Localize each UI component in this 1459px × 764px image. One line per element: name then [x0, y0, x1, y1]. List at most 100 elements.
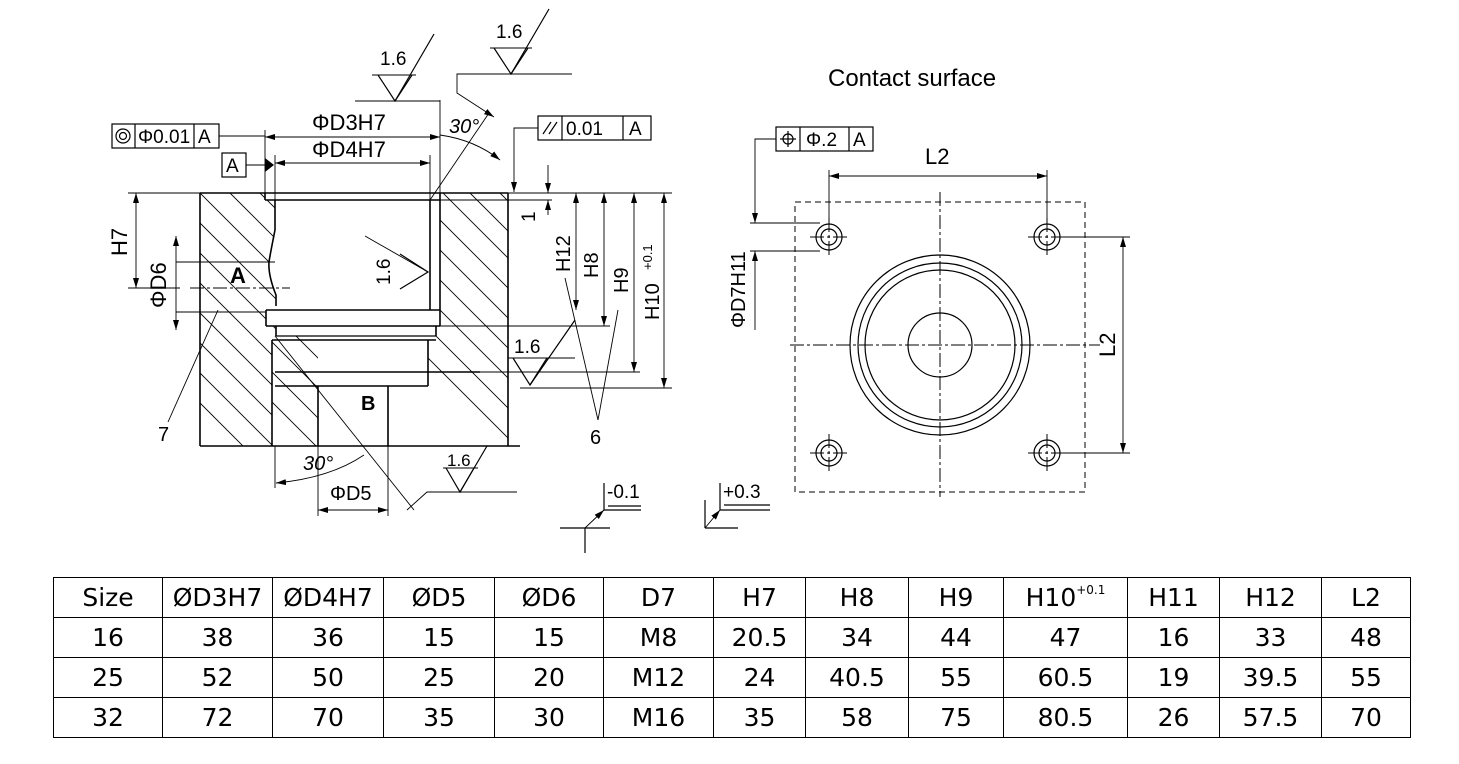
table-cell: 75 — [908, 697, 1004, 738]
header-h7: H7 — [713, 577, 806, 618]
table-cell: 30 — [494, 697, 604, 738]
table-cell: 35 — [383, 697, 495, 738]
table-cell: 60.5 — [1003, 657, 1128, 698]
roughness-1-label: 1.6 — [380, 49, 406, 70]
table-cell: 25 — [383, 657, 495, 698]
table-cell: 33 — [1219, 617, 1322, 658]
table-cell: 20.5 — [713, 617, 806, 658]
table-cell: M16 — [603, 697, 714, 738]
concentricity-icon — [115, 128, 131, 144]
roughness-4: 1.6 — [508, 319, 576, 387]
dim-d4: ΦD4H7 — [274, 137, 431, 200]
concentricity-value: Φ0.01 — [138, 127, 190, 148]
table-cell: 34 — [805, 617, 909, 658]
roughness-3: 1.6 — [364, 235, 430, 290]
concentricity-datum: A — [198, 127, 211, 148]
contact-surface-title: Contact surface — [828, 65, 996, 92]
position-value: Φ.2 — [806, 130, 837, 151]
dim-right-stack: 1 H12 H8 H9 H10 +0.1 — [440, 165, 672, 389]
table-cell: 40.5 — [805, 657, 909, 698]
table-cell: 47 — [1003, 617, 1128, 658]
header-h12: H12 — [1219, 577, 1322, 618]
dim-d5: ΦD5 — [317, 446, 389, 516]
table-cell: 15 — [383, 617, 495, 658]
table-cell: 25 — [53, 657, 163, 698]
table-cell: 39.5 — [1219, 657, 1322, 698]
roughness-2: 1.6 — [456, 8, 572, 118]
callout-7-label: 7 — [158, 424, 169, 446]
header-h10-sup: +0.1 — [1076, 583, 1106, 597]
callout-6-label: 6 — [590, 427, 601, 449]
datum-a: A — [221, 152, 274, 178]
table-cell: 44 — [908, 617, 1004, 658]
angle-bottom: 30° — [274, 446, 365, 488]
table-header-row: Size ØD3H7 ØD4H7 ØD5 ØD6 D7 H7 H8 H9 H10… — [53, 577, 1411, 618]
parallelism-value: 0.01 — [566, 119, 603, 140]
parallelism-frame: 0.01 A — [511, 115, 652, 192]
table-cell: 50 — [272, 657, 384, 698]
angle-top: 30° — [439, 116, 501, 161]
table-row: 32 72 70 35 30 M16 35 58 75 80.5 26 57.5… — [53, 697, 1411, 738]
header-d3: ØD3H7 — [162, 577, 273, 618]
header-h9: H9 — [908, 577, 1004, 618]
table-cell: 24 — [713, 657, 806, 698]
header-h10-text: H10 — [1025, 583, 1077, 612]
edge-minus-label: -0.1 — [607, 482, 640, 503]
edge-plus-label: +0.3 — [723, 482, 761, 503]
technical-drawing: H7 ΦD6 A B ΦD3H7 ΦD4H7 Φ0.01 A A — [107, 8, 1130, 553]
table-cell: 36 — [272, 617, 384, 658]
header-d4: ØD4H7 — [272, 577, 384, 618]
position-datum: A — [853, 130, 866, 151]
table-row: 16 38 36 15 15 M8 20.5 34 44 47 16 33 48 — [53, 617, 1411, 658]
header-l2: L2 — [1321, 577, 1411, 618]
header-d6: ØD6 — [494, 577, 604, 618]
header-d7: D7 — [603, 577, 714, 618]
table-cell: 70 — [272, 697, 384, 738]
dim-d6: ΦD6 — [146, 236, 179, 330]
edge-symbol-plus: +0.3 — [704, 482, 770, 529]
header-h11: H11 — [1127, 577, 1220, 618]
callout-6: 6 — [564, 277, 619, 449]
mounting-hole-tl — [810, 218, 850, 256]
label-l2-top: L2 — [925, 144, 949, 169]
table-cell: 20 — [494, 657, 604, 698]
angle-bottom-label: 30° — [303, 453, 333, 475]
datum-a-label: A — [226, 156, 239, 177]
label-h10-tol: +0.1 — [640, 244, 655, 270]
header-h8: H8 — [805, 577, 909, 618]
parallelism-datum: A — [629, 119, 642, 140]
table-row: 25 52 50 25 20 M12 24 40.5 55 60.5 19 39… — [53, 657, 1411, 698]
roughness-3-label: 1.6 — [374, 259, 395, 285]
roughness-1: 1.6 — [355, 33, 440, 103]
table-cell: 16 — [53, 617, 163, 658]
roughness-4-label: 1.6 — [514, 337, 540, 358]
table-cell: 72 — [162, 697, 273, 738]
roughness-5: 1.6 — [406, 445, 517, 511]
angle-top-label: 30° — [449, 116, 479, 138]
table-cell: 58 — [805, 697, 909, 738]
table-cell: 38 — [162, 617, 273, 658]
table-cell: 48 — [1321, 617, 1411, 658]
label-d4: ΦD4H7 — [312, 137, 386, 162]
label-l2-right: L2 — [1095, 333, 1120, 357]
table-cell: 70 — [1321, 697, 1411, 738]
dim-h7: H7 — [107, 192, 200, 289]
table-cell: 32 — [53, 697, 163, 738]
point-b-label: B — [361, 393, 375, 415]
table-cell: 26 — [1127, 697, 1220, 738]
dimension-table: Size ØD3H7 ØD4H7 ØD5 ØD6 D7 H7 H8 H9 H10… — [53, 577, 1411, 738]
dim-d3: ΦD3H7 — [264, 100, 441, 193]
hatch-bottom — [272, 336, 318, 446]
table-cell: M8 — [603, 617, 714, 658]
label-d7: ΦD7H11 — [728, 251, 750, 328]
parallelism-icon — [542, 121, 558, 135]
table-cell: 55 — [908, 657, 1004, 698]
table-cell: 80.5 — [1003, 697, 1128, 738]
hatch-left — [200, 193, 276, 446]
roughness-5-label: 1.6 — [447, 451, 471, 470]
position-icon — [780, 131, 796, 147]
header-d5: ØD5 — [383, 577, 495, 618]
point-a-label: A — [230, 263, 246, 288]
label-h10: H10 — [642, 283, 664, 320]
label-h12: H12 — [553, 235, 575, 272]
